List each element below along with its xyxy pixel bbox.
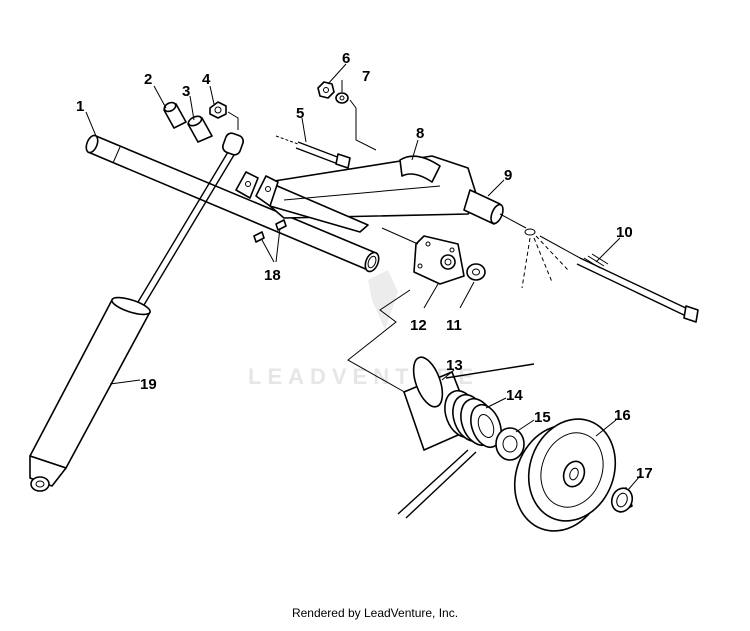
callout-1: 1	[76, 98, 84, 115]
callout-labels: 1 2 3 4 5 6 7 8 9 10 11 12 13 14 15 16 1…	[76, 50, 653, 482]
callout-12: 12	[410, 317, 427, 334]
watermark-logo-icon	[368, 270, 398, 330]
part-3-bushing[interactable]	[187, 114, 213, 143]
callout-9: 9	[504, 167, 512, 184]
watermark: LEADVENTURE	[248, 270, 473, 389]
part-14-torsion-spring[interactable]	[439, 386, 507, 451]
part-12-mount-plate[interactable]	[413, 235, 465, 285]
callout-13: 13	[446, 357, 463, 374]
callout-18: 18	[264, 267, 281, 284]
spring-arm-lower-2[interactable]	[405, 451, 477, 519]
shock-mount-bracket[interactable]	[235, 171, 279, 207]
part-18-screws[interactable]	[253, 219, 287, 243]
callout-6: 6	[342, 50, 350, 67]
leader-5-dashed	[275, 135, 299, 145]
callout-19: 19	[140, 376, 157, 393]
callout-15: 15	[534, 409, 551, 426]
axis-line-9-10	[499, 213, 527, 229]
spring-arm-lower[interactable]	[397, 449, 469, 515]
leader-4	[227, 111, 239, 130]
callout-14: 14	[506, 387, 523, 404]
part-11-washer[interactable]	[466, 263, 486, 281]
axis-line-12	[381, 227, 419, 245]
part-7-washer[interactable]	[335, 92, 349, 104]
axis-line-clip-bolt	[539, 235, 581, 259]
callout-leaders	[85, 63, 641, 491]
part-6-nut[interactable]	[317, 81, 335, 99]
callout-10: 10	[616, 224, 633, 241]
part-4-nut[interactable]	[209, 101, 227, 119]
render-credit-footer: Rendered by LeadVenture, Inc.	[291, 606, 459, 620]
callout-8: 8	[416, 125, 424, 142]
callout-2: 2	[144, 71, 152, 88]
callout-17: 17	[636, 465, 653, 482]
part-8-a-frame-arm[interactable]	[267, 155, 479, 233]
part-9-pivot-bushing[interactable]	[463, 189, 505, 225]
callout-11: 11	[446, 317, 462, 334]
part-16-idler-wheel[interactable]	[500, 407, 629, 544]
part-5-bolt[interactable]	[295, 141, 351, 169]
part-17-bearing[interactable]	[608, 485, 635, 514]
callout-5: 5	[296, 105, 304, 122]
part-15-washer[interactable]	[495, 427, 525, 461]
leader-7	[349, 99, 377, 151]
callout-3: 3	[182, 83, 190, 100]
part-13-rod-upper[interactable]	[445, 363, 535, 379]
retainer-clip-spray-lines	[521, 228, 569, 289]
part-2-bushing[interactable]	[163, 101, 187, 129]
callout-16: 16	[614, 407, 631, 424]
callout-7: 7	[362, 68, 370, 85]
part-19-shock-absorber[interactable]	[29, 132, 245, 492]
part-10-long-bolt[interactable]	[576, 253, 699, 323]
callout-4: 4	[202, 71, 211, 88]
leader-zigzag-13	[347, 289, 411, 395]
